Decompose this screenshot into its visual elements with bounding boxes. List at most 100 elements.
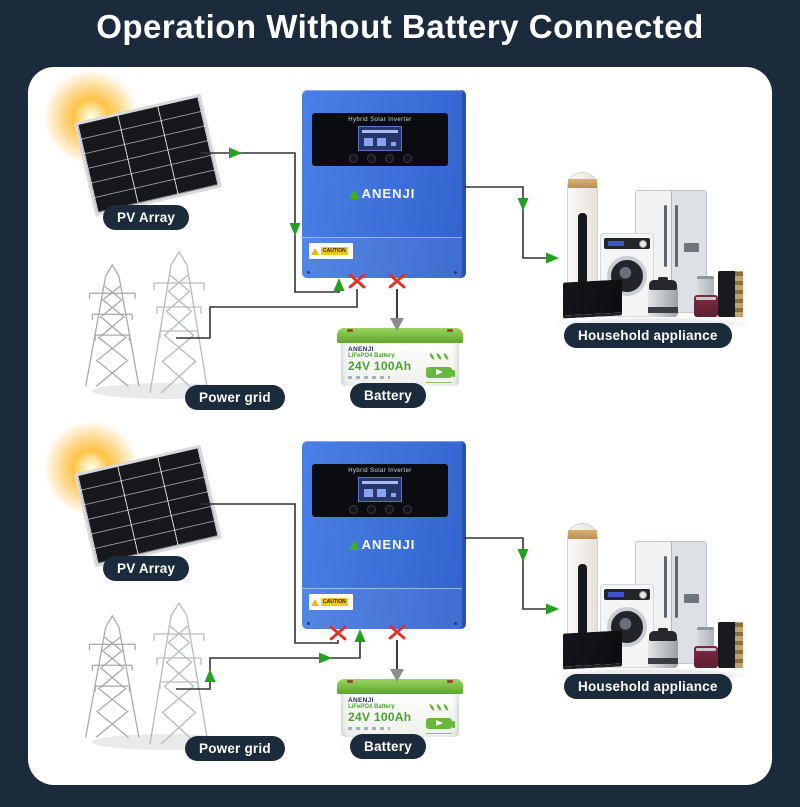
flow-arrow-icon	[517, 549, 529, 562]
cooker-handle	[658, 277, 668, 281]
battery-icon-block	[426, 697, 455, 734]
cooker-lid	[649, 280, 677, 290]
cooker-handle	[658, 628, 668, 632]
inverter: Hybrid Solar Inverter ANENJI CAUTION	[302, 441, 466, 629]
battery-body: ANENJI LiFePO4 Battery 24V 100Ah	[341, 694, 459, 737]
inverter-button	[402, 154, 412, 163]
ac-vent	[578, 213, 587, 285]
microwave-trim	[735, 622, 743, 668]
cooker-band	[648, 658, 678, 664]
battery-fine-print	[426, 730, 452, 734]
battery-terminal	[347, 329, 353, 332]
blender-base	[694, 646, 718, 668]
inverter-button	[402, 505, 412, 514]
microwave	[718, 622, 743, 668]
battery-charge-icon	[426, 367, 455, 378]
leaf-icons	[429, 698, 450, 716]
inverter: Hybrid Solar Inverter ANENJI CAUTION	[302, 90, 466, 278]
blender	[694, 276, 718, 317]
battery-lid	[337, 328, 463, 343]
inverter-panel-title: Hybrid Solar Inverter	[348, 468, 412, 474]
page-title: Operation Without Battery Connected	[96, 8, 704, 45]
household-appliance-illustration	[555, 165, 750, 331]
power-grid-illustration	[85, 601, 240, 750]
inverter-brand: ANENJI	[302, 186, 462, 201]
television	[563, 279, 622, 319]
inverter-lcd-screen	[358, 477, 402, 502]
screw	[307, 271, 310, 274]
transmission-tower	[85, 263, 140, 387]
brand-triangle-icon	[348, 188, 359, 199]
diagram-section-grid-mode: PV Array Power grid Hybrid Solar Inverte…	[0, 420, 800, 801]
washer-control-panel	[604, 589, 650, 600]
battery-capacity: 24V 100Ah	[348, 710, 412, 725]
flow-arrow-icon	[289, 223, 301, 236]
battery-terminal	[447, 329, 453, 332]
warning-triangle-icon	[311, 598, 319, 606]
pv-array-label: PV Array	[103, 205, 190, 230]
fridge-handle	[664, 205, 667, 267]
inverter-front-panel: Hybrid Solar Inverter	[312, 464, 448, 517]
battery-cert-icons	[348, 376, 390, 380]
inverter-button	[348, 154, 358, 163]
caution-text: CAUTION	[321, 247, 348, 255]
television	[563, 630, 622, 670]
battery-type: LiFePO4 Battery	[348, 704, 395, 711]
battery-icon-block	[426, 346, 455, 383]
pv-array-illustration	[43, 69, 235, 217]
inverter-lcd-screen	[358, 126, 402, 151]
leaf-icons	[429, 347, 450, 365]
inverter-button	[366, 505, 376, 514]
flow-arrow-icon	[333, 278, 345, 291]
rice-cooker	[648, 628, 678, 668]
battery-charge-icon	[426, 718, 455, 729]
inverter-lower-panel: CAUTION	[302, 237, 462, 278]
blender-cup	[697, 627, 714, 647]
fridge-handle	[675, 556, 678, 618]
flow-arrow-icon	[319, 652, 332, 664]
battery-lid	[337, 679, 463, 694]
battery-unit: ANENJI LiFePO4 Battery 24V 100Ah	[337, 328, 463, 388]
inverter-brand: ANENJI	[302, 537, 462, 552]
battery-capacity: 24V 100Ah	[348, 359, 412, 374]
warning-triangle-icon	[311, 247, 319, 255]
inverter-buttons	[312, 505, 448, 514]
screw	[454, 622, 457, 625]
pv-array-illustration	[43, 420, 235, 568]
caution-sticker: CAUTION	[309, 243, 353, 259]
cooker-lid	[649, 631, 677, 641]
ac-cap	[568, 179, 597, 188]
inverter-button	[348, 505, 358, 514]
inverter-buttons	[312, 154, 448, 163]
inverter-front-panel: Hybrid Solar Inverter	[312, 113, 448, 166]
fridge-handle	[675, 205, 678, 267]
caution-text: CAUTION	[321, 598, 348, 606]
microwave	[718, 271, 743, 317]
inverter-button	[366, 154, 376, 163]
inverter-button	[384, 505, 394, 514]
fridge-dispenser	[684, 594, 699, 603]
washer-control-panel	[604, 238, 650, 249]
brand-triangle-icon	[348, 539, 359, 550]
power-grid-label: Power grid	[185, 385, 285, 410]
transmission-tower	[149, 250, 209, 394]
battery-label: Battery	[350, 734, 426, 759]
battery-text-block: ANENJI LiFePO4 Battery 24V 100Ah	[348, 346, 411, 383]
cooker-band	[648, 307, 678, 313]
battery-unit: ANENJI LiFePO4 Battery 24V 100Ah	[337, 679, 463, 739]
household-appliance-illustration	[555, 516, 750, 682]
battery-type: LiFePO4 Battery	[348, 353, 395, 360]
inverter-lower-panel: CAUTION	[302, 588, 462, 629]
blender	[694, 627, 718, 668]
ac-vent	[578, 564, 587, 636]
battery-terminal	[447, 680, 453, 683]
microwave-trim	[735, 271, 743, 317]
appliance-wire	[463, 537, 552, 610]
blender-base	[694, 295, 718, 317]
appliance-wire	[463, 186, 552, 259]
blender-cup	[697, 276, 714, 296]
battery-body: ANENJI LiFePO4 Battery 24V 100Ah	[341, 343, 459, 386]
battery-terminal	[347, 680, 353, 683]
caution-sticker: CAUTION	[309, 594, 353, 610]
